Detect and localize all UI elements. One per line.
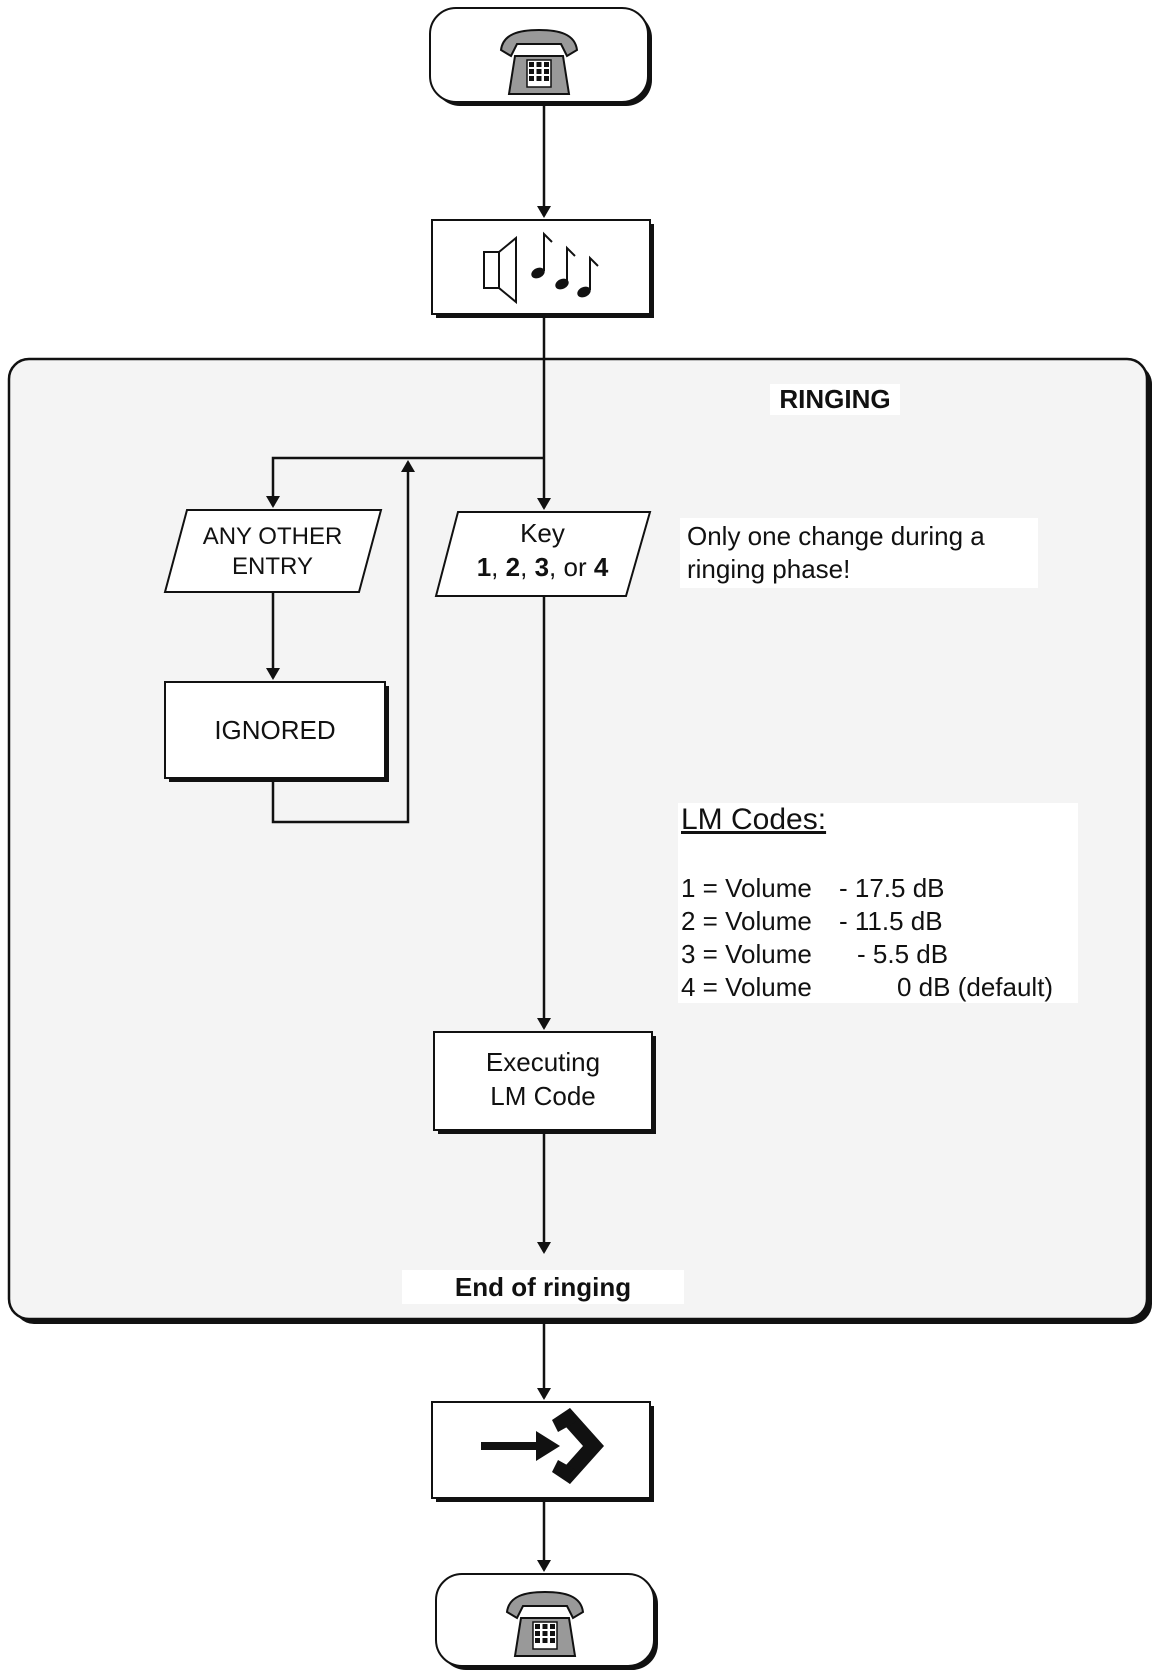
lm-code-row: 2 = Volume - 11.5 dB <box>681 905 1053 938</box>
any-other-entry-line-2: ENTRY <box>232 553 313 580</box>
executing-box <box>433 1031 653 1131</box>
lm-codes-title: LM Codes: <box>681 803 827 836</box>
lm-code-value: - 11.5 dB <box>839 906 943 936</box>
exit-arrow-icon <box>481 1408 604 1484</box>
key-sep-3: , or <box>549 552 587 582</box>
note-line-2: ringing phase! <box>687 554 851 584</box>
arrow-junction-to-other-entry <box>266 456 544 508</box>
executing-label: Executing LM Code <box>434 1045 652 1113</box>
any-other-entry-line-1: ANY OTHER <box>202 523 343 550</box>
key-digit-4: 4 <box>593 552 609 582</box>
lm-code-row: 3 = Volume - 5.5 dB <box>681 938 1053 971</box>
lm-code-row: 4 = Volume 0 dB (default) <box>681 971 1053 1004</box>
note-line-1: Only one change during a <box>687 521 985 551</box>
key-entry-digits: 1, 2, 3, or 4 <box>445 550 640 584</box>
lm-code-value: 0 dB (default) <box>897 972 1054 1002</box>
ringtone-box <box>431 219 651 315</box>
key-sep-1: , <box>491 552 499 582</box>
executing-line-1: Executing <box>485 1047 601 1077</box>
ignored-box <box>164 681 386 779</box>
key-entry-title: Key <box>520 518 565 548</box>
lm-code-key: 3 = Volume <box>681 939 812 969</box>
lm-codes-table: 1 = Volume - 17.5 dB 2 = Volume - 11.5 d… <box>681 872 1053 1004</box>
any-other-entry-label: ANY OTHER ENTRY <box>175 522 370 582</box>
any-other-entry-shape <box>163 509 383 593</box>
executing-line-2: LM Code <box>490 1081 596 1111</box>
lm-code-value: - 5.5 dB <box>857 939 949 969</box>
ringing-frame <box>7 357 1149 1321</box>
end-of-ringing-background <box>402 1270 684 1304</box>
ignored-label: IGNORED <box>214 715 336 745</box>
key-digit-2: 2 <box>505 552 521 582</box>
key-entry-shape <box>434 511 652 597</box>
note-text: Only one change during a ringing phase! <box>687 520 985 586</box>
key-sep-2: , <box>520 552 528 582</box>
lm-code-key: 4 = Volume <box>681 972 812 1002</box>
lm-code-key: 1 = Volume <box>681 873 812 903</box>
end-of-ringing-label: End of ringing <box>454 1272 632 1302</box>
lm-code-value: - 17.5 dB <box>839 873 945 903</box>
arrow-ignored-loop-back <box>271 460 415 824</box>
note-background <box>680 518 1038 588</box>
lm-code-row: 1 = Volume - 17.5 dB <box>681 872 1053 905</box>
lm-code-key: 2 = Volume <box>681 906 812 936</box>
lm-codes-background <box>678 803 1078 1003</box>
key-entry-label: Key 1, 2, 3, or 4 <box>445 516 640 584</box>
frame-title: RINGING <box>770 384 900 415</box>
speaker-ringtone-icon <box>483 231 599 305</box>
key-digit-3: 3 <box>534 552 550 582</box>
key-digit-1: 1 <box>476 552 492 582</box>
